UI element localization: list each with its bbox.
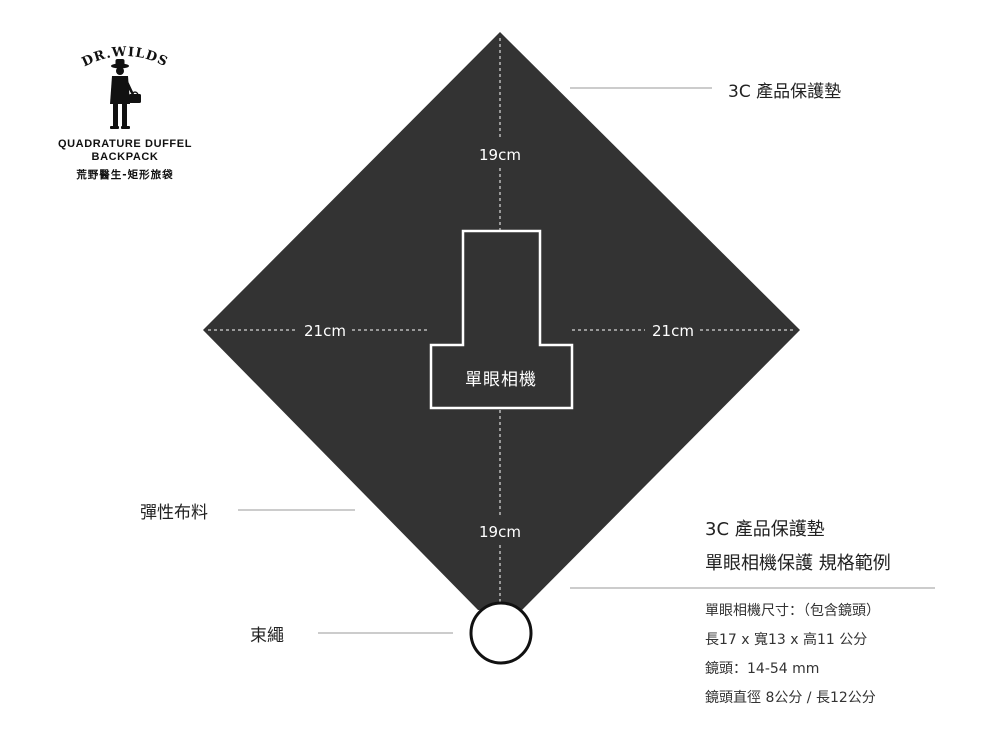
spec-line: 鏡頭：14-54 mm bbox=[705, 661, 820, 677]
spec-title-line2: 單眼相機保護 規格範例 bbox=[705, 553, 891, 574]
bottom-dimension-label: 19cm bbox=[479, 523, 521, 541]
callout-fabric-label: 彈性布料 bbox=[140, 503, 208, 523]
logo-figure-icon: DR.WILDS bbox=[80, 45, 169, 129]
logo-text-chinese: 荒野醫生-矩形旅袋 bbox=[76, 169, 174, 181]
callout-cord-label: 束繩 bbox=[250, 626, 284, 646]
spec-line: 鏡頭直徑 8公分 / 長12公分 bbox=[705, 690, 876, 706]
camera-label: 單眼相機 bbox=[465, 370, 537, 390]
dimension-guides bbox=[208, 38, 795, 608]
protective-pad-shape bbox=[203, 32, 800, 610]
logo-text-line1: QUADRATURE DUFFEL bbox=[57, 138, 193, 150]
left-dimension-label: 21cm bbox=[304, 322, 346, 340]
spec-title-line1: 3C 產品保護墊 bbox=[705, 519, 825, 540]
right-dimension-label: 21cm bbox=[652, 322, 694, 340]
logo-text-line2: BACKPACK bbox=[91, 151, 159, 163]
spec-line: 單眼相機尺寸：（包含鏡頭） bbox=[705, 603, 880, 619]
callout-pad-label: 3C 產品保護墊 bbox=[728, 82, 842, 102]
camera-outline-icon bbox=[429, 229, 574, 410]
drawstring-ring bbox=[469, 601, 533, 665]
brand-logo: DR.WILDS QUADRATURE DUFFEL BACKPACK 荒野醫生… bbox=[40, 38, 210, 182]
spec-line: 長17 x 寬13 x 高11 公分 bbox=[705, 632, 868, 648]
top-dimension-label: 19cm bbox=[479, 146, 521, 164]
